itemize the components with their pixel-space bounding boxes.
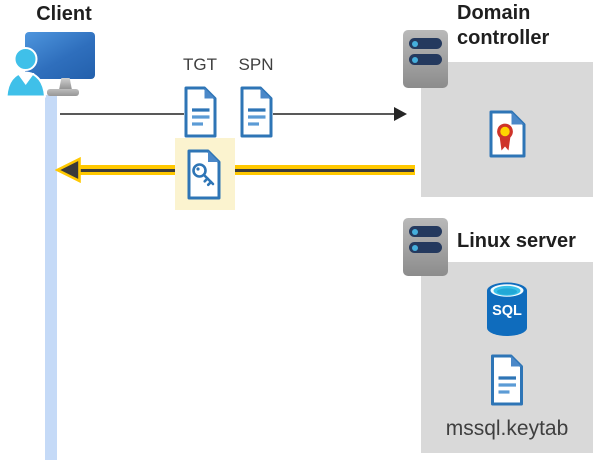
request-arrow-line — [60, 113, 184, 115]
key-document-icon — [187, 149, 221, 200]
request-arrow-line — [273, 113, 395, 115]
server-icon — [403, 218, 448, 276]
server-bar-icon — [409, 38, 442, 49]
keytab-filename-label: mssql.keytab — [445, 417, 569, 440]
server-icon — [403, 30, 448, 88]
client-label: Client — [36, 3, 92, 25]
spn-label: SPN — [238, 55, 274, 74]
spn-document-icon — [240, 86, 273, 138]
keytab-document-icon — [491, 354, 523, 406]
request-arrowhead-icon — [394, 107, 407, 121]
monitor-stand-base-icon — [47, 89, 79, 96]
tgt-label: TGT — [183, 55, 217, 74]
server-led-icon — [412, 40, 418, 47]
server-led-icon — [412, 56, 418, 63]
tgt-document-icon — [184, 86, 217, 138]
server-bar-icon — [409, 226, 442, 237]
person-icon — [5, 47, 47, 98]
response-arrowhead-icon — [55, 157, 81, 183]
server-bar-icon — [409, 54, 442, 65]
monitor-stand-icon — [59, 78, 72, 90]
response-arrow-shaft — [76, 165, 415, 175]
domain-controller-label: Domain controller — [457, 2, 550, 49]
client-lifeline — [45, 95, 57, 460]
server-bar-icon — [409, 242, 442, 253]
sql-label: SQL — [492, 303, 522, 319]
response-arrow-core-line — [77, 168, 414, 172]
sql-database-icon: SQL — [487, 282, 527, 336]
certificate-icon — [489, 110, 526, 158]
server-led-icon — [412, 244, 418, 251]
server-led-icon — [412, 228, 418, 235]
linux-server-label: Linux server — [457, 230, 576, 252]
